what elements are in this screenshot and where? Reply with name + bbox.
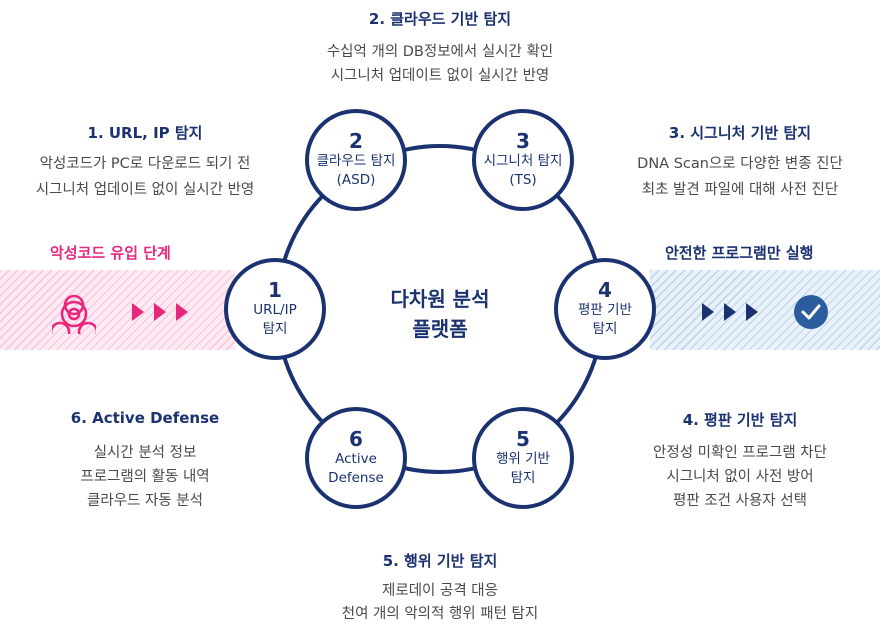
block-line: 안정성 미확인 프로그램 차단 xyxy=(653,445,827,461)
center-title: 다차원 분석 플랫폼 xyxy=(370,284,510,344)
block-line: 시그니처 업데이트 없이 실시간 반영 xyxy=(35,182,255,198)
check-circle-icon xyxy=(794,295,828,329)
block-line: 제로데이 공격 대응 xyxy=(382,583,498,599)
biohazard-icon xyxy=(52,294,96,334)
triple-chevron-icon-left xyxy=(132,303,188,321)
stage-label-safe: 안전한 프로그램만 실행 xyxy=(665,244,814,262)
node-label-line2: Defense xyxy=(328,470,384,486)
center-title-line1: 다차원 분석 xyxy=(390,287,490,311)
node-cloud: 2 클라우드 탐지 (ASD) xyxy=(305,109,407,211)
node-url-ip: 1 URL/IP 탐지 xyxy=(224,258,326,360)
node-label-line1: 클라우드 탐지 xyxy=(316,153,396,169)
block-title-active-defense: 6. Active Defense xyxy=(70,409,220,427)
node-number: 6 xyxy=(349,427,363,451)
center-title-line2: 플랫폼 xyxy=(412,317,468,341)
node-number: 4 xyxy=(598,278,612,302)
block-line: 시그니처 없이 사전 방어 xyxy=(666,469,814,485)
node-label-line2: (TS) xyxy=(509,172,537,188)
node-active-defense: 6 Active Defense xyxy=(305,407,407,509)
node-signature: 3 시그니처 탐지 (TS) xyxy=(472,109,574,211)
block-line: 악성코드가 PC로 다운로드 되기 전 xyxy=(39,156,251,172)
block-title-behavior: 5. 행위 기반 탐지 xyxy=(382,552,498,570)
stage-label-inflow: 악성코드 유입 단계 xyxy=(50,244,171,262)
block-line: 천여 개의 악의적 행위 패턴 탐지 xyxy=(341,606,539,622)
safe-execution-band xyxy=(650,270,880,350)
block-line: 수십억 개의 DB정보에서 실시간 확인 xyxy=(326,44,554,60)
triple-chevron-icon-right xyxy=(702,303,758,321)
node-reputation: 4 평판 기반 탐지 xyxy=(554,258,656,360)
node-label-line1: 시그니처 탐지 xyxy=(483,153,563,169)
block-title-cloud: 2. 클라우드 기반 탐지 xyxy=(368,10,512,28)
node-label-line1: URL/IP xyxy=(253,302,297,318)
block-line: 실시간 분석 정보 xyxy=(93,445,197,461)
node-number: 5 xyxy=(516,427,530,451)
block-line: 클라우드 자동 분석 xyxy=(87,493,203,509)
node-label-line2: (ASD) xyxy=(336,172,376,188)
node-number: 2 xyxy=(349,129,363,153)
block-title-url-ip: 1. URL, IP 탐지 xyxy=(87,124,203,142)
node-label-line2: 탐지 xyxy=(510,470,536,486)
block-line: 최초 발견 파일에 대해 사전 진단 xyxy=(641,182,839,198)
block-line: 시그니처 업데이트 없이 실시간 반영 xyxy=(330,68,550,84)
node-label-line1: 행위 기반 xyxy=(496,451,550,467)
node-behavior: 5 행위 기반 탐지 xyxy=(472,407,574,509)
node-number: 3 xyxy=(516,129,530,153)
node-label-line1: Active xyxy=(335,451,377,467)
malware-inflow-band xyxy=(0,270,235,350)
node-label-line2: 탐지 xyxy=(262,321,288,337)
block-title-signature: 3. 시그니처 기반 탐지 xyxy=(668,124,812,142)
node-label-line2: 탐지 xyxy=(592,321,618,337)
block-line: 프로그램의 활동 내역 xyxy=(80,469,210,485)
block-line: 평판 조건 사용자 선택 xyxy=(673,493,807,509)
node-number: 1 xyxy=(268,278,282,302)
block-line: DNA Scan으로 다양한 변종 진단 xyxy=(637,156,843,172)
block-title-reputation: 4. 평판 기반 탐지 xyxy=(682,411,798,429)
node-label-line1: 평판 기반 xyxy=(578,302,632,318)
